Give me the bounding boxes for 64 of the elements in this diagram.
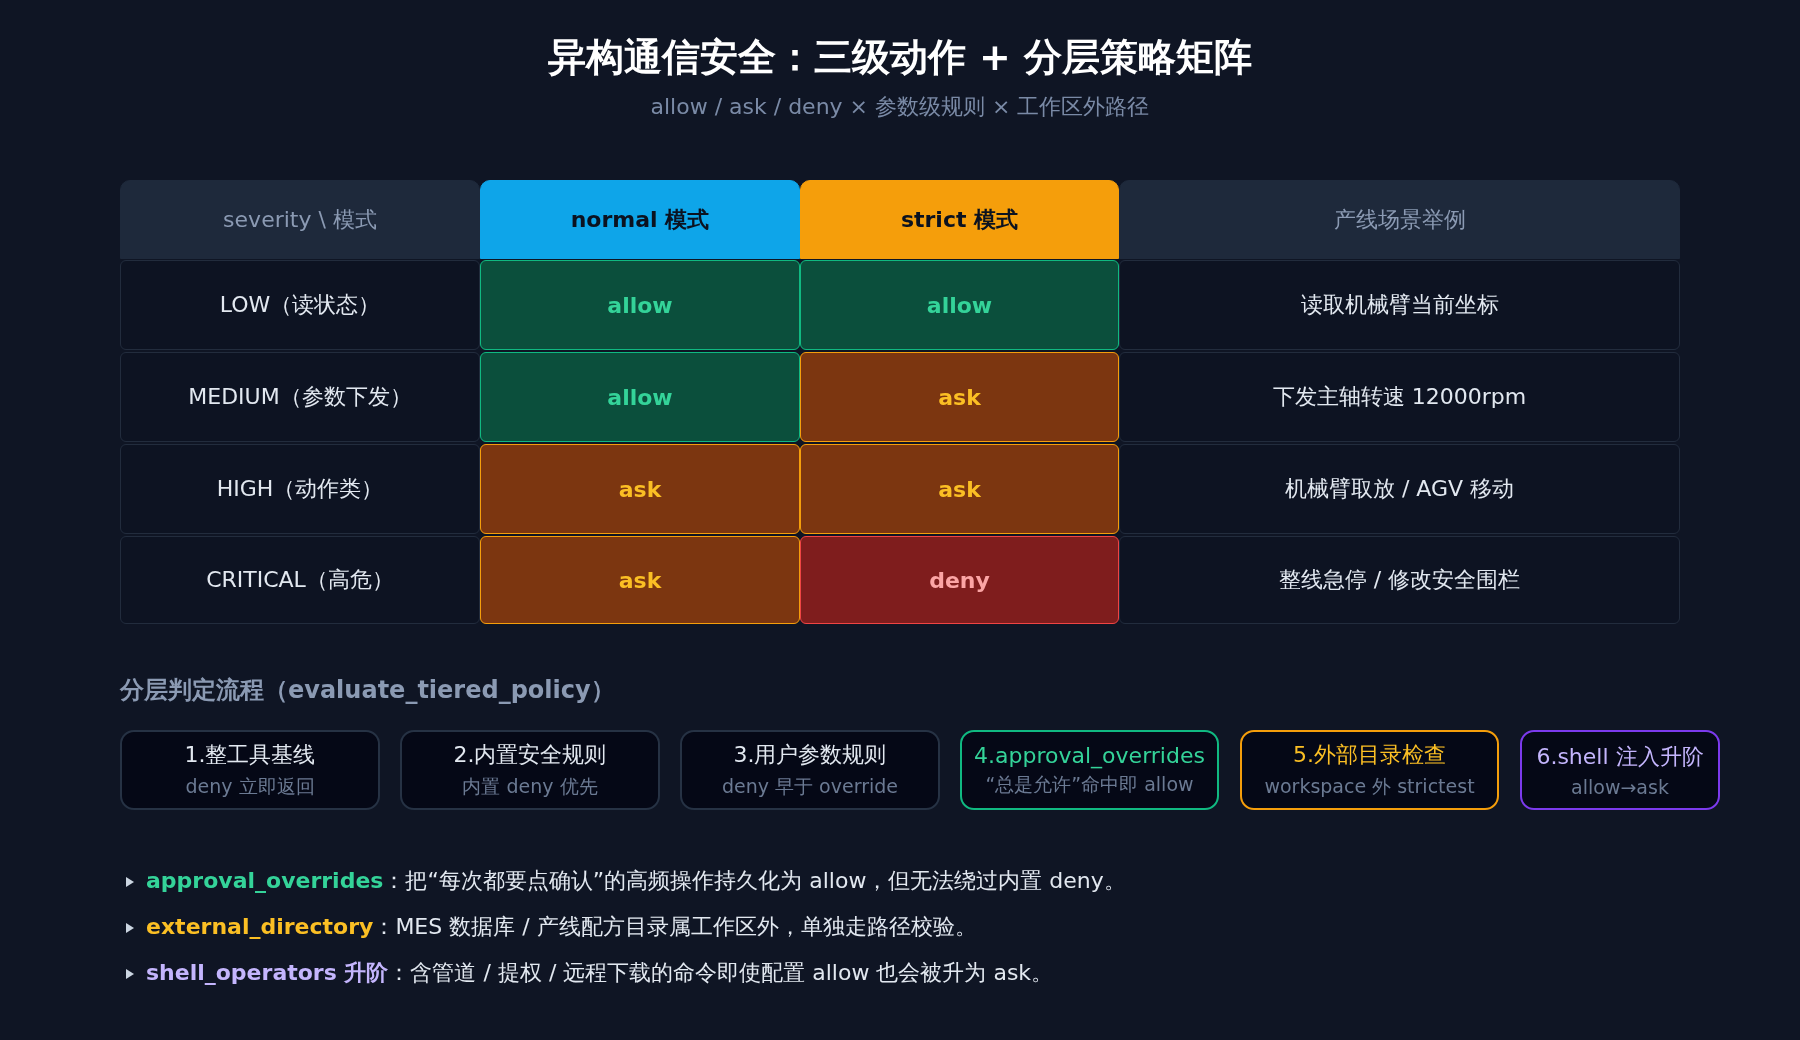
action-label: ask — [618, 567, 662, 593]
action-cell — [800, 352, 1119, 442]
step-title: 1.整工具基线 — [184, 741, 316, 769]
step-title: 6.shell 注入升阶 — [1536, 743, 1704, 771]
step-box — [400, 730, 660, 810]
step-note: deny 立即返回 — [185, 774, 315, 799]
action-cell — [800, 444, 1119, 534]
step-box — [960, 730, 1219, 810]
note-text: external_directory：MES 数据库 / 产线配方目录属工作区外，单独走路径校验。 — [146, 913, 977, 941]
action-cell — [480, 352, 800, 442]
action-label: allow — [607, 384, 673, 410]
example-cell — [1119, 260, 1680, 350]
step-note: “总是允许”命中即 allow — [985, 771, 1194, 797]
action-label: ask — [618, 476, 662, 502]
step-box — [1240, 730, 1499, 810]
step-title: 3.用户参数规则 — [733, 741, 887, 769]
severity-cell — [120, 352, 480, 442]
section-heading: 分层判定流程（evaluate_tiered_policy） — [120, 675, 615, 706]
severity-cell — [120, 260, 480, 350]
action-cell — [800, 536, 1119, 624]
title: 异构通信安全：三级动作 + 分层策略矩阵 — [546, 34, 1254, 81]
action-label: deny — [929, 567, 990, 593]
step-title: 4.approval_overrides — [974, 742, 1205, 768]
header-cell — [120, 180, 480, 259]
severity-label: CRITICAL（高危） — [206, 566, 394, 594]
header-label: normal 模式 — [570, 205, 710, 234]
subtitle: allow / ask / deny × 参数级规则 × 工作区外路径 — [649, 93, 1151, 121]
example-cell — [1119, 352, 1680, 442]
step-box — [1520, 730, 1720, 810]
example-text: 机械臂取放 / AGV 移动 — [1284, 475, 1515, 503]
action-cell — [480, 260, 800, 350]
example-text: 读取机械臂当前坐标 — [1300, 291, 1499, 319]
action-label: ask — [938, 476, 981, 502]
severity-cell — [120, 536, 480, 624]
action-label: allow — [607, 292, 673, 318]
example-text: 下发主轴转速 12000rpm — [1272, 383, 1527, 411]
example-cell — [1119, 536, 1680, 624]
step-note: allow→ask — [1571, 776, 1669, 798]
step-note: workspace 外 strictest — [1264, 774, 1475, 799]
action-cell — [480, 444, 800, 534]
action-cell — [800, 260, 1119, 350]
note-text: approval_overrides：把“每次都要点确认”的高频操作持久化为 allow，但无法绕过内置 deny。 — [146, 867, 1126, 895]
severity-label: MEDIUM（参数下发） — [188, 383, 412, 411]
step-box — [680, 730, 940, 810]
header-cell — [480, 180, 800, 259]
action-label: allow — [926, 292, 993, 318]
header-cell — [800, 180, 1119, 259]
action-cell — [480, 536, 800, 624]
step-title: 2.内置安全规则 — [453, 741, 607, 769]
header-cell — [1119, 180, 1680, 259]
example-cell — [1119, 444, 1680, 534]
severity-cell — [120, 444, 480, 534]
severity-label: LOW（读状态） — [219, 291, 381, 319]
header-label: 产线场景举例 — [1333, 205, 1466, 234]
severity-label: HIGH（动作类） — [216, 475, 384, 503]
step-note: 内置 deny 优先 — [462, 774, 598, 799]
example-text: 整线急停 / 修改安全围栏 — [1278, 566, 1521, 594]
header-label: strict 模式 — [900, 205, 1019, 234]
step-box — [120, 730, 380, 810]
note-text: shell_operators 升阶：含管道 / 提权 / 远程下载的命令即使配置 allow 也会被升为 ask。 — [146, 959, 1054, 987]
action-label: ask — [938, 384, 981, 410]
step-note: deny 早于 override — [722, 774, 898, 799]
header-label: severity \ 模式 — [223, 205, 377, 234]
step-title: 5.外部目录检查 — [1293, 741, 1446, 769]
